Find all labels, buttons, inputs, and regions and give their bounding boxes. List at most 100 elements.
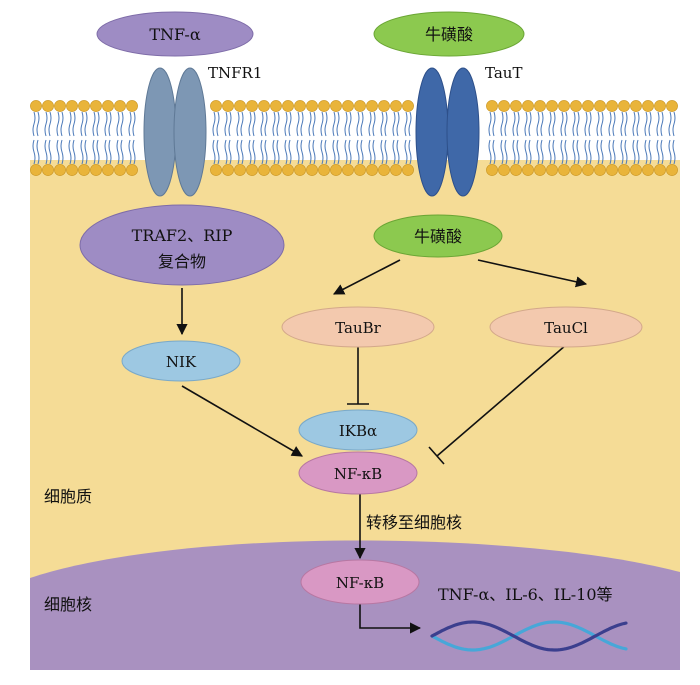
nik-label: NIK: [166, 353, 197, 371]
lipid-tail: [644, 111, 652, 165]
dna-strand-2: [430, 620, 628, 652]
lipid-head: [330, 164, 342, 176]
lipid-head: [594, 164, 606, 176]
lipid-head: [126, 100, 138, 112]
lipid-head: [618, 164, 630, 176]
lipid-tail: [572, 111, 580, 165]
lipid-head: [342, 164, 354, 176]
lipid-head: [666, 100, 678, 112]
lipid-tail: [356, 111, 364, 165]
traf2-rip-label-line2: 复合物: [158, 252, 206, 271]
lipid-head: [78, 164, 90, 176]
inhibit-taucl-to-nfkb: [436, 344, 567, 457]
lipid-tail: [116, 111, 124, 165]
ikba-node: IKBα: [298, 409, 418, 451]
lipid-head: [486, 164, 498, 176]
lipid-tail: [656, 111, 664, 165]
lipid-tail: [584, 111, 592, 165]
lipid-head: [66, 164, 78, 176]
lipid-tail: [560, 111, 568, 165]
taurine-ligand: 牛磺酸: [373, 11, 525, 57]
lipid-head: [342, 100, 354, 112]
ikba-label: IKBα: [339, 422, 377, 440]
lipid-head: [30, 100, 42, 112]
lipid-tail: [632, 111, 640, 165]
lipid-head: [486, 100, 498, 112]
lipid-head: [546, 100, 558, 112]
lipid-head: [582, 164, 594, 176]
lipid-tail: [32, 111, 40, 165]
lipid-head: [390, 100, 402, 112]
lipid-head: [306, 164, 318, 176]
lipid-tail: [344, 111, 352, 165]
lipid-head: [210, 164, 222, 176]
lipid-head: [570, 100, 582, 112]
lipid-head: [54, 164, 66, 176]
lipid-head: [294, 100, 306, 112]
lipid-tail: [92, 111, 100, 165]
lipid-tail: [608, 111, 616, 165]
taucl-node: TauCl: [489, 306, 643, 348]
lipid-head: [618, 100, 630, 112]
lipid-tail: [488, 111, 496, 165]
lipid-tail: [212, 111, 220, 165]
lipid-head: [390, 164, 402, 176]
lipid-head: [42, 100, 54, 112]
lipid-tail: [320, 111, 328, 165]
lipid-head: [222, 164, 234, 176]
taurine-inner-label: 牛磺酸: [414, 227, 462, 246]
lipid-tail: [332, 111, 340, 165]
lipid-tail: [536, 111, 544, 165]
lipid-tail: [56, 111, 64, 165]
lipid-head: [222, 100, 234, 112]
lipid-head: [654, 100, 666, 112]
lipid-tail: [392, 111, 400, 165]
arrow-taurine-to-taucl: [477, 259, 588, 288]
lipid-head: [522, 100, 534, 112]
taurine-inner-node: 牛磺酸: [373, 214, 503, 258]
lipid-head: [366, 164, 378, 176]
lipid-head: [270, 100, 282, 112]
lipid-head: [594, 100, 606, 112]
lipid-head: [354, 100, 366, 112]
lipid-tail: [380, 111, 388, 165]
nfkb-cytoplasm-label: NF-κB: [334, 465, 382, 483]
lipid-head: [654, 164, 666, 176]
lipid-head: [234, 164, 246, 176]
lipid-head: [54, 100, 66, 112]
translocation-label: 转移至细胞核: [366, 513, 462, 532]
lipid-head: [534, 164, 546, 176]
lipid-tail: [668, 111, 676, 165]
lipid-head: [570, 164, 582, 176]
lipid-head: [378, 164, 390, 176]
nucleus-label: 细胞核: [44, 595, 92, 614]
lipid-tail: [104, 111, 112, 165]
taubr-label: TauBr: [335, 319, 381, 337]
lipid-head: [402, 100, 414, 112]
lipid-tail: [404, 111, 412, 165]
lipid-head: [114, 164, 126, 176]
lipid-head: [582, 100, 594, 112]
lipid-tail: [524, 111, 532, 165]
lipid-head: [210, 100, 222, 112]
lipid-tail: [80, 111, 88, 165]
lipid-tail: [596, 111, 604, 165]
lipid-tail: [620, 111, 628, 165]
taubr-node: TauBr: [281, 306, 435, 348]
taucl-label: TauCl: [544, 319, 588, 337]
lipid-head: [366, 100, 378, 112]
lipid-head: [258, 100, 270, 112]
lipid-tail: [68, 111, 76, 165]
lipid-head: [234, 100, 246, 112]
lipid-head: [522, 164, 534, 176]
lipid-head: [318, 164, 330, 176]
lipid-head: [546, 164, 558, 176]
taut-receptor: [415, 67, 480, 197]
lipid-head: [294, 164, 306, 176]
lipid-head: [378, 100, 390, 112]
lipid-head: [78, 100, 90, 112]
lipid-tail: [512, 111, 520, 165]
lipid-tail: [224, 111, 232, 165]
lipid-head: [282, 100, 294, 112]
lipid-head: [126, 164, 138, 176]
